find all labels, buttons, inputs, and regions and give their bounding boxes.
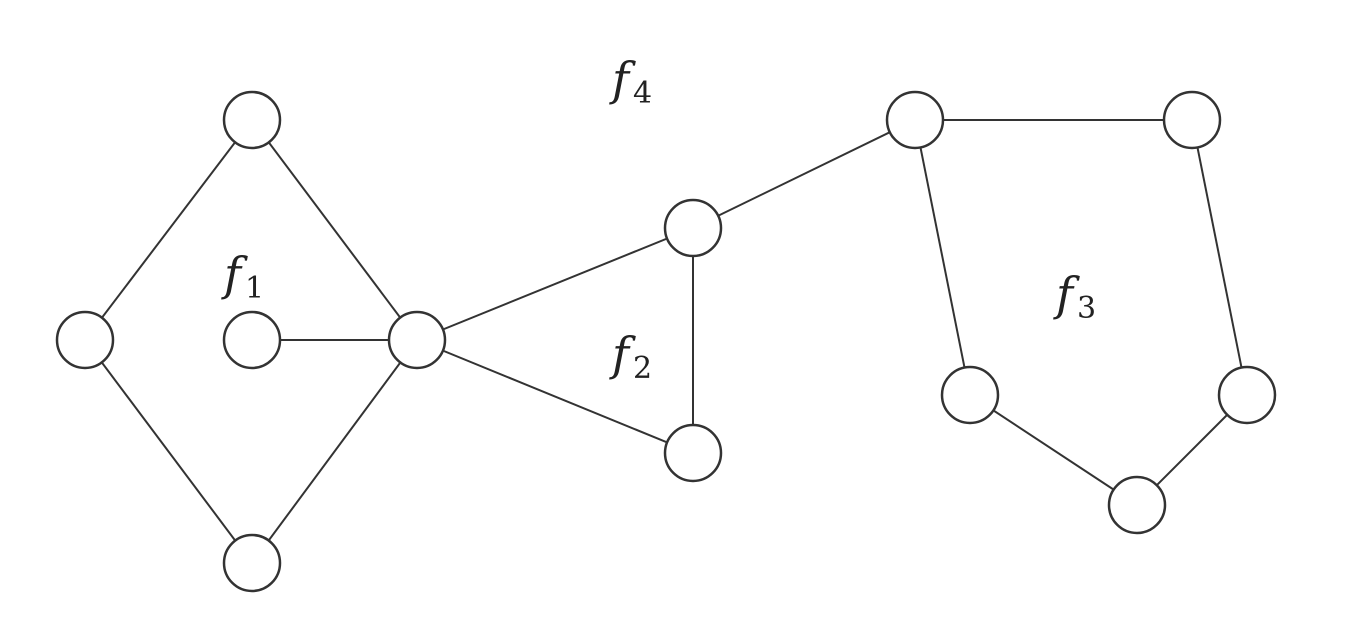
edge-H-J [914,119,971,396]
edge-E-D [251,339,418,564]
node-A [222,90,282,150]
node-H [885,90,945,150]
edge-A-B [84,119,253,341]
node-F [663,198,723,258]
node-I [1162,90,1222,150]
edge-B-E [84,339,253,564]
node-D [387,310,447,370]
edge-F-H [692,119,916,229]
node-B [55,310,115,370]
node-G [663,423,723,483]
edge-D-F [416,227,694,341]
edge-J-L [969,394,1138,506]
node-E [222,533,282,593]
node-K [1217,365,1277,425]
edge-A-D [251,119,418,341]
node-C [222,310,282,370]
edge-D-G [416,339,694,454]
node-L [1107,475,1167,535]
node-J [940,365,1000,425]
edge-I-K [1191,119,1248,396]
